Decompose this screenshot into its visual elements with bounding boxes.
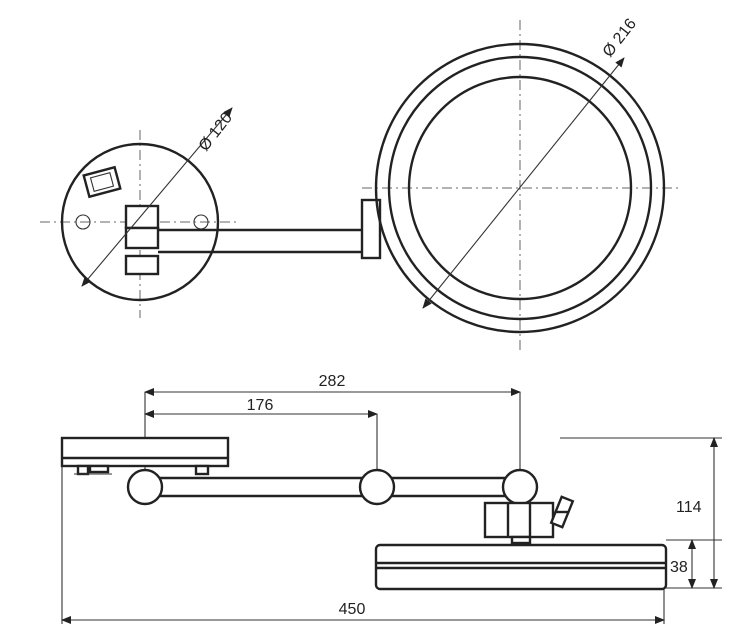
dim-mirror-thickness: 38 <box>670 539 696 589</box>
pivot-mirror <box>501 468 539 506</box>
dim-length-total: 450 <box>61 601 665 624</box>
pivot-middle <box>358 468 396 506</box>
wall-plate-top <box>40 130 240 318</box>
arm-top <box>158 198 382 260</box>
dim-label-282: 282 <box>319 373 346 390</box>
hinge-block-mid <box>124 226 160 250</box>
wall-plate-foot <box>194 464 210 476</box>
mirror-side <box>374 495 668 591</box>
mirror-bracket <box>483 501 555 539</box>
dim-height-total: 114 <box>676 437 718 589</box>
top-view: Ø 120 Ø 216 <box>40 16 682 350</box>
dim-label-mirror: Ø 216 <box>600 16 640 61</box>
dim-label-450: 450 <box>339 601 366 618</box>
dim-label-38: 38 <box>670 559 688 576</box>
arm-side <box>126 468 539 506</box>
mirror-joint <box>360 198 382 260</box>
dim-reach-outer: 282 <box>144 373 521 396</box>
switch-icon <box>82 165 122 199</box>
wall-plate-body <box>60 436 230 468</box>
tilt-knob-icon <box>549 495 575 529</box>
plug-icon <box>74 464 112 476</box>
dim-label-wall-plate: Ø 120 <box>196 110 236 155</box>
hinge-block-lower <box>124 254 160 276</box>
side-view: 282 176 450 114 38 <box>60 373 722 624</box>
dim-label-176: 176 <box>247 397 274 414</box>
pivot-wall <box>126 468 164 506</box>
dim-label-114: 114 <box>676 499 702 516</box>
hinge-block-upper <box>124 204 160 230</box>
wall-plate-side <box>60 436 230 476</box>
dim-reach-inner: 176 <box>144 397 378 418</box>
